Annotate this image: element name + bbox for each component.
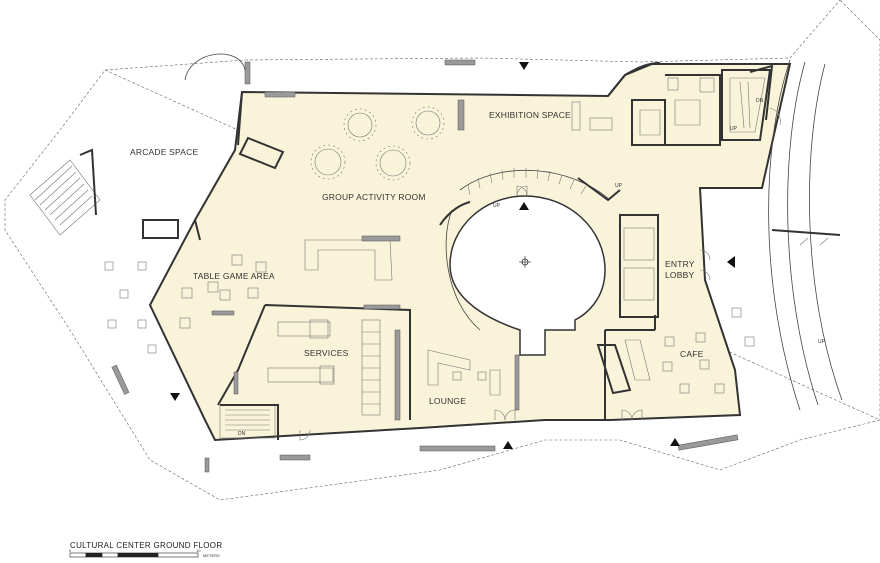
stair-core	[721, 64, 774, 141]
label-exhibition-space: EXHIBITION SPACE	[489, 110, 571, 120]
door-swings	[299, 107, 781, 441]
site-boundary	[4, 0, 880, 501]
label-arcade-space: ARCADE SPACE	[130, 147, 199, 157]
services-shelf	[361, 319, 381, 416]
activity-counter	[304, 239, 393, 281]
rotunda-void	[449, 195, 606, 356]
label-entry: ENTRY	[665, 259, 695, 269]
scale-end: 10	[196, 548, 201, 553]
display-case	[238, 136, 285, 170]
label-dn-services: DN	[238, 431, 246, 437]
entry-arrows	[170, 62, 735, 449]
services-counter-1	[277, 321, 331, 337]
label-group-activity-room: GROUP ACTIVITY ROOM	[322, 192, 426, 202]
label-up-ramp: UP	[818, 339, 826, 345]
label-services: SERVICES	[304, 348, 349, 358]
label-up-right: UP	[615, 183, 623, 189]
restroom-block	[631, 74, 721, 146]
lounge-sofa	[427, 349, 471, 386]
cafe-tables	[662, 307, 755, 394]
label-lounge: LOUNGE	[429, 396, 466, 406]
label-up-core: UP	[730, 126, 738, 132]
arcade-tables	[104, 261, 157, 354]
game-tables	[179, 254, 267, 329]
scale-bar: 0 10 METERS	[69, 548, 220, 558]
arcade-cabinet	[142, 219, 179, 239]
services-counter-2	[267, 367, 334, 383]
label-dn-core: DN	[756, 98, 764, 104]
label-lobby: LOBBY	[665, 270, 694, 280]
scale-zero: 0	[69, 548, 72, 553]
label-up-spiral: UP	[493, 203, 501, 209]
exterior-ramp	[768, 59, 843, 411]
services-room-walls	[217, 304, 411, 420]
label-table-game-area: TABLE GAME AREA	[193, 271, 275, 281]
arcade-stair	[29, 159, 101, 236]
cafe-banquette	[596, 344, 632, 395]
scale-unit: METERS	[203, 553, 220, 558]
label-cafe: CAFE	[680, 349, 704, 359]
plan-title: CULTURAL CENTER GROUND FLOOR	[70, 541, 223, 550]
elevator-core	[619, 214, 659, 318]
round-tables	[310, 106, 445, 181]
